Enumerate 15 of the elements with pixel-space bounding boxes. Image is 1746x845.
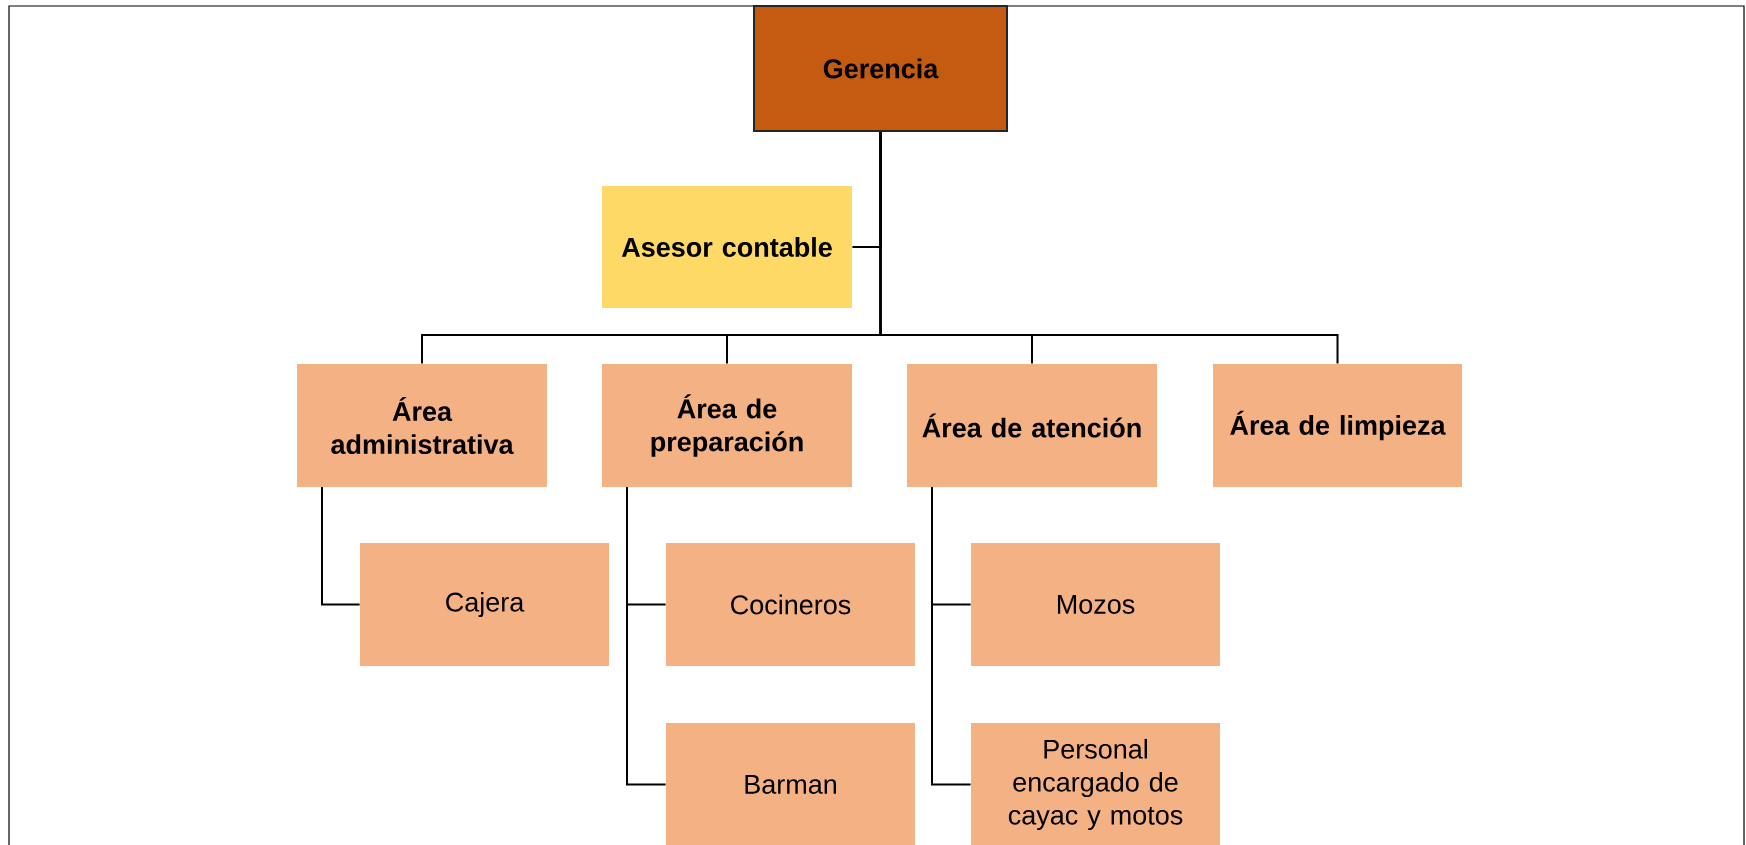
area-box: Área administrativa [297,364,547,487]
staff-box: Personal encargado de cayac y motos [971,723,1220,845]
area-box: Área de preparación [602,364,852,487]
staff-box: Barman [666,723,915,845]
top-box: Gerencia [753,5,1008,132]
area-box: Área de atención [907,364,1157,487]
staff-box: Mozos [971,543,1220,666]
advisor-box: Asesor contable [602,186,852,308]
connector-line [321,486,361,606]
connector-line [879,131,1339,365]
connector-line [931,486,972,786]
staff-box: Cocineros [666,543,915,666]
connector-line [626,486,667,786]
staff-box: Cajera [360,543,609,666]
area-box: Área de limpieza [1213,364,1462,487]
